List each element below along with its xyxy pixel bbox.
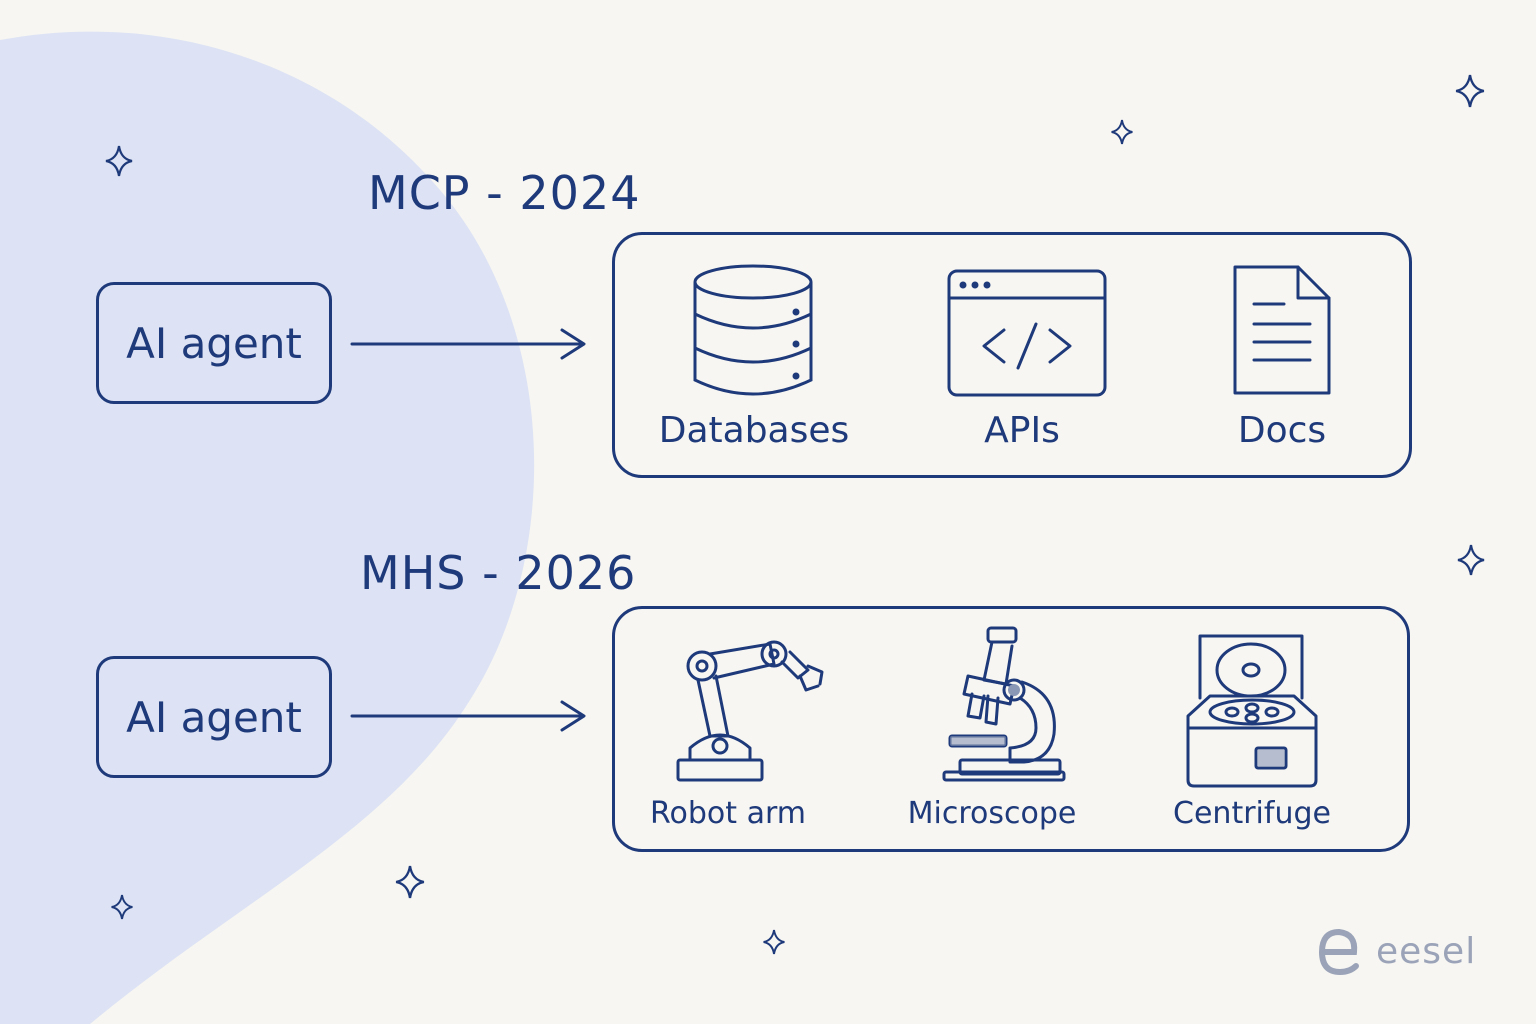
arrow-icon: [350, 700, 586, 732]
sparkle-icon: [105, 145, 133, 177]
database-icon: [693, 264, 813, 396]
robot-arm-icon: [676, 640, 824, 782]
sparkle-icon: [1455, 74, 1485, 108]
code-window-icon: [947, 269, 1107, 397]
brand-name: eesel: [1376, 930, 1477, 972]
section-heading-mcp: MCP - 2024: [368, 166, 641, 220]
ai-agent-label: AI agent: [126, 692, 302, 742]
sparkle-icon: [111, 894, 133, 920]
centrifuge-icon: [1186, 634, 1318, 788]
sparkle-icon: [763, 929, 785, 955]
item-label-apis: APIs: [984, 410, 1060, 451]
microscope-icon: [942, 626, 1066, 782]
section-heading-mhs: MHS - 2026: [360, 546, 637, 600]
arrow-icon: [350, 328, 586, 360]
item-label-robot-arm: Robot arm: [650, 796, 806, 831]
ai-agent-box: AI agent: [96, 282, 332, 404]
sparkle-icon: [1457, 544, 1485, 576]
eesel-logo-icon: [1318, 928, 1359, 976]
sparkle-icon: [395, 865, 425, 899]
brand-logo: eesel: [1316, 926, 1476, 976]
lab-hardware-group: [612, 606, 1410, 852]
data-sources-group: [612, 232, 1412, 478]
ai-agent-label: AI agent: [126, 318, 302, 368]
item-label-databases: Databases: [658, 410, 850, 451]
item-label-docs: Docs: [1237, 410, 1327, 451]
ai-agent-box: AI agent: [96, 656, 332, 778]
document-icon: [1233, 265, 1331, 395]
item-label-centrifuge: Centrifuge: [1173, 796, 1331, 831]
sparkle-icon: [1111, 119, 1133, 145]
item-label-microscope: Microscope: [907, 796, 1077, 831]
